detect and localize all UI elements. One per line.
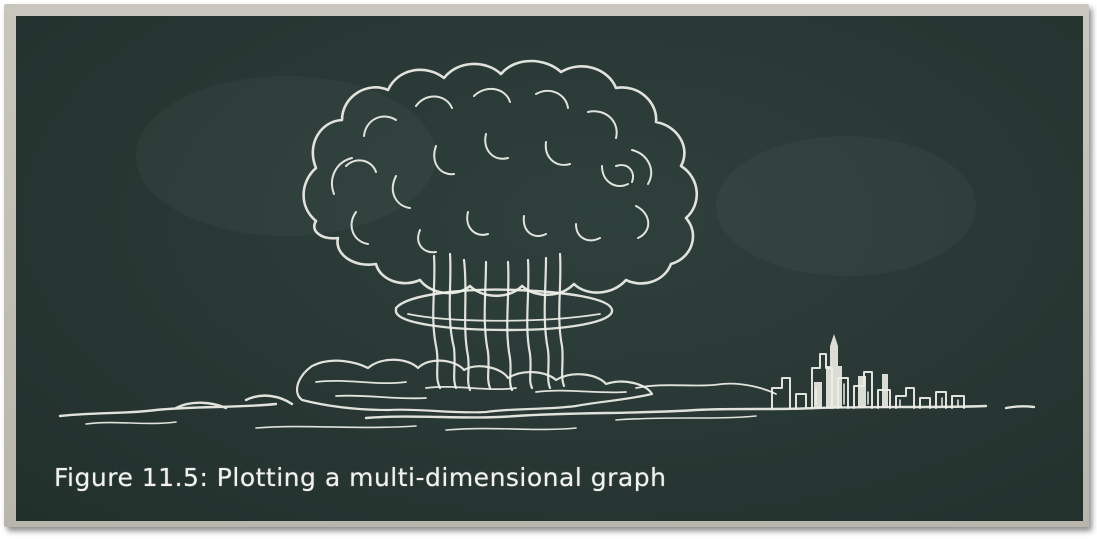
city-skyline [771,334,965,409]
ground-cloud [295,358,654,414]
chalk-illustration [58,59,1036,431]
figure-caption: Figure 11.5: Plotting a multi-dimensiona… [54,463,667,492]
mushroom-cloud [302,59,699,298]
chalkboard: Figure 11.5: Plotting a multi-dimensiona… [16,16,1083,521]
mushroom-stem [394,252,614,392]
chalkboard-frame: Figure 11.5: Plotting a multi-dimensiona… [4,4,1089,527]
ground-line [58,382,1036,431]
